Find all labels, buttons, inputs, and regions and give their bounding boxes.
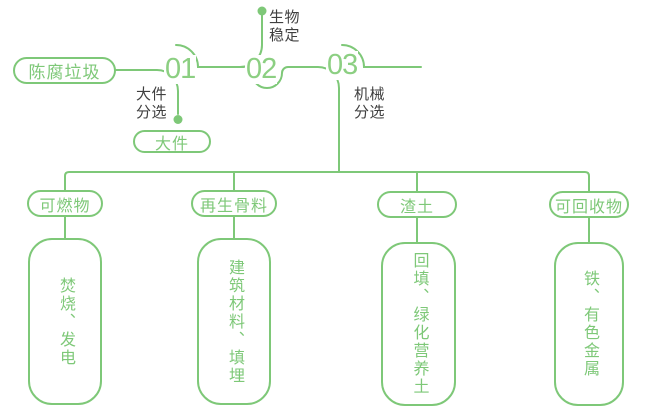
result-text: 建筑材料、填埋 [226,258,243,385]
step-number-02: 02 [245,53,277,85]
result-box-metals: 铁、有色金属 [554,242,624,406]
wire-03-tail [341,44,422,68]
branch-pill-label: 可回收物 [554,198,623,216]
output-pill-bulky-label: 大件 [154,135,189,153]
output-pill-bulky: 大件 [133,130,211,153]
branch-pill-label: 再生骨料 [199,197,268,215]
step-label-mechanical-sorting: 机械 分选 [354,86,386,122]
step-label-bio-stabilization: 生物 稳定 [269,9,301,45]
result-text: 焚烧、发电 [57,276,74,367]
step-number-01: 01 [164,53,196,85]
result-text: 铁、有色金属 [581,270,598,378]
step-label-bulky-sorting: 大件 分选 [136,86,168,122]
dot-large-item [173,115,183,124]
distribution-bar [64,171,590,193]
source-pill: 陈腐垃圾 [13,57,116,84]
wire-01-to-02 [175,44,245,68]
step-number-03: 03 [326,49,358,81]
branch-pill-label: 渣土 [399,198,434,216]
branch-pill-label: 可燃物 [39,197,91,215]
result-box-backfill: 回填、绿化营养土 [381,242,456,406]
branch-pill-combustibles: 可燃物 [27,190,103,217]
branch-pill-recyclables: 可回收物 [549,191,629,218]
source-label: 陈腐垃圾 [28,63,101,82]
branch-pill-recycled-aggregate: 再生骨料 [191,190,277,217]
branch-pill-slag-soil: 渣土 [377,191,457,218]
result-box-incineration: 焚烧、发电 [28,238,102,405]
dot-bio-stab [257,6,267,16]
result-box-building-material: 建筑材料、填埋 [197,238,271,405]
result-text: 回填、绿化营养土 [410,252,428,396]
